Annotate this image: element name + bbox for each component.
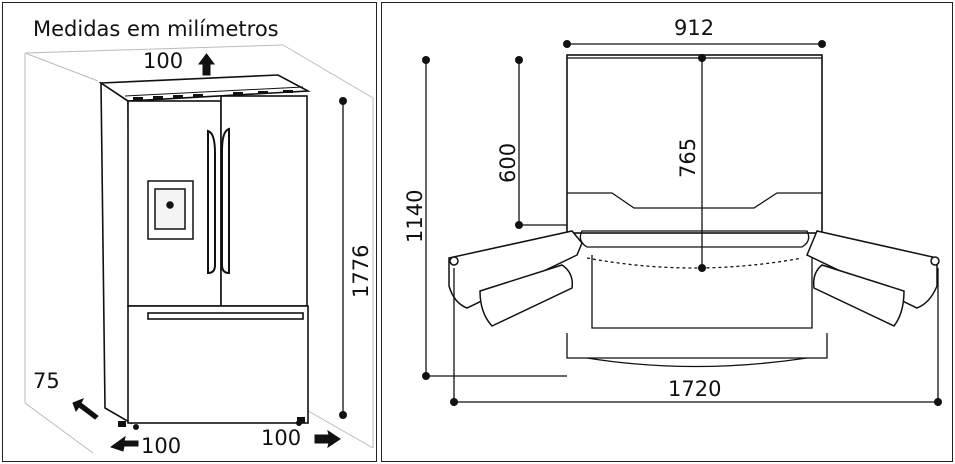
body-depth-label: 600 (496, 143, 520, 183)
fridge-3d-drawing: Medidas em milímetros 100 75 100 100 177… (24, 17, 374, 458)
left-panel: Medidas em milímetros 100 75 100 100 177… (2, 2, 377, 462)
height-label: 1776 (349, 245, 373, 298)
open-width-label: 1720 (668, 377, 721, 401)
right-clearance-label: 100 (261, 426, 301, 450)
left-clearance-label: 100 (141, 434, 181, 458)
back-clearance-label: 75 (33, 369, 60, 393)
freezer-handle (147, 312, 304, 320)
diagram-title: Medidas em milímetros (33, 17, 279, 41)
top-clearance-label: 100 (143, 49, 183, 73)
open-depth-label: 1140 (403, 190, 427, 243)
width-label: 912 (674, 16, 714, 40)
fridge-top-view-drawing: 912 600 765 1140 1720 (403, 16, 942, 406)
closed-depth-label: 765 (676, 138, 700, 178)
right-panel: 912 600 765 1140 1720 (381, 2, 953, 462)
